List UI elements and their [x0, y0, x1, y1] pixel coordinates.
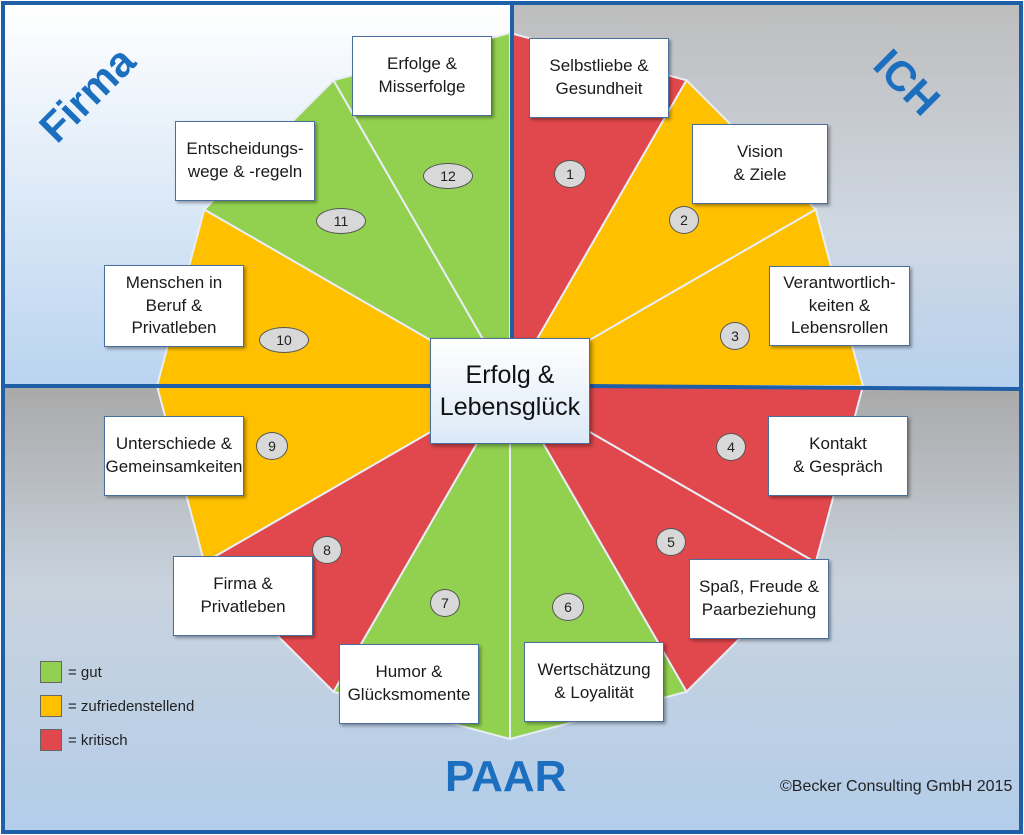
- legend: = gut = zufriedenstellend = kritisch: [40, 655, 194, 757]
- segment-number-8: 8: [312, 536, 342, 564]
- legend-swatch-gut: [40, 661, 62, 683]
- segment-label-8: Firma & Privatleben: [173, 556, 313, 636]
- quadrant-title-paar: PAAR: [445, 752, 567, 801]
- segment-number-3: 3: [720, 322, 750, 350]
- segment-label-7: Humor & Glücksmomente: [339, 644, 479, 724]
- segment-label-3: Verantwortlich- keiten & Lebensrollen: [769, 266, 910, 346]
- segment-label-9: Unterschiede & Gemeinsamkeiten: [104, 416, 244, 496]
- segment-number-4: 4: [716, 433, 746, 461]
- legend-swatch-kritisch: [40, 729, 62, 751]
- segment-label-4: Kontakt & Gespräch: [768, 416, 908, 496]
- segment-label-2: Vision & Ziele: [692, 124, 828, 204]
- segment-label-10: Menschen in Beruf & Privatleben: [104, 265, 244, 347]
- segment-label-1: Selbstliebe & Gesundheit: [529, 38, 669, 118]
- segment-number-9: 9: [256, 432, 288, 460]
- segment-label-5: Spaß, Freude & Paarbeziehung: [689, 559, 829, 639]
- segment-number-6: 6: [552, 593, 584, 621]
- legend-swatch-zufriedenstellend: [40, 695, 62, 717]
- legend-text-kritisch: = kritisch: [68, 731, 128, 749]
- segment-number-2: 2: [669, 206, 699, 234]
- segment-label-12: Erfolge & Misserfolge: [352, 36, 492, 116]
- horizontal-divider-right: [587, 384, 1021, 391]
- segment-label-6: Wertschätzung & Loyalität: [524, 642, 664, 722]
- segment-number-12: 12: [423, 163, 473, 189]
- center-box: Erfolg & Lebensglück: [430, 338, 590, 444]
- legend-text-zufriedenstellend: = zufriedenstellend: [68, 697, 195, 715]
- segment-number-11: 11: [316, 208, 366, 234]
- segment-number-10: 10: [259, 327, 309, 353]
- segment-number-7: 7: [430, 589, 460, 617]
- legend-row-zufriedenstellend: = zufriedenstellend: [40, 689, 194, 723]
- segment-number-1: 1: [554, 160, 586, 188]
- legend-row-kritisch: = kritisch: [40, 723, 194, 757]
- segment-label-11: Entscheidungs- wege & -regeln: [175, 121, 315, 201]
- legend-text-gut: = gut: [68, 663, 102, 681]
- legend-row-gut: = gut: [40, 655, 194, 689]
- copyright-text: ©Becker Consulting GmbH 2015: [780, 778, 1013, 795]
- segment-number-5: 5: [656, 528, 686, 556]
